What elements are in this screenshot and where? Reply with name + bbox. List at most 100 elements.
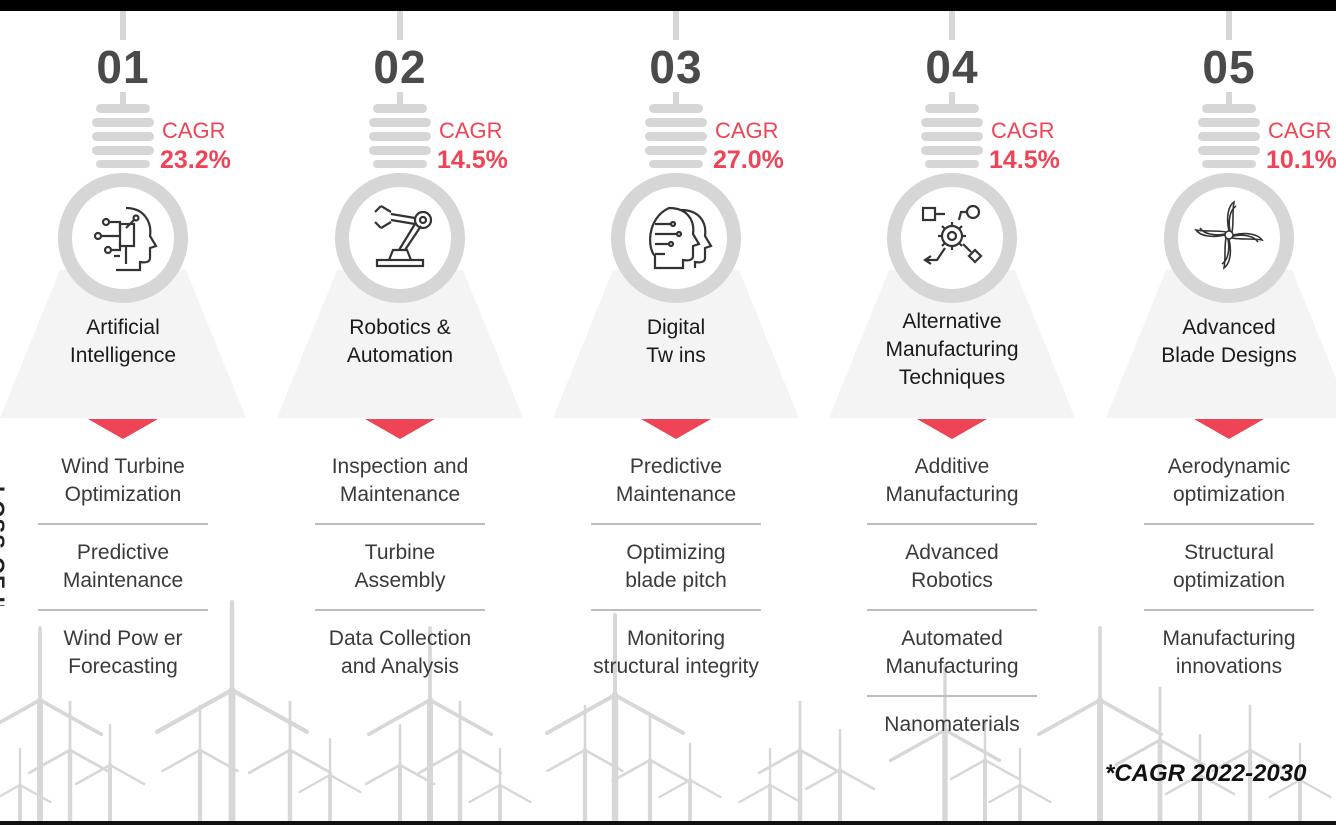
twin-heads-icon: [649, 206, 713, 270]
wind-turbine-icon: [546, 704, 624, 825]
technology-title-line: Advanced: [1182, 316, 1276, 339]
application-text: Additive: [914, 455, 990, 478]
wind-turbine-icon: [1114, 686, 1206, 825]
application-text: Manufacturing: [885, 483, 1019, 506]
application-text: Data Collection: [328, 627, 472, 650]
wind-turbine-icon: [298, 737, 362, 825]
blade-fan-icon: [1194, 200, 1264, 270]
application-text: Wind Turbine: [61, 455, 185, 478]
application-text: Maintenance: [615, 483, 737, 506]
application-text: Manufacturing: [885, 655, 1019, 678]
wind-turbine-icon: [1268, 742, 1332, 825]
wind-turbine-icon: [757, 700, 843, 825]
application-item: Aerodynamic optimization: [1124, 453, 1334, 509]
technology-title-line: Digital: [646, 316, 706, 339]
wind-turbine-icon: [988, 747, 1052, 825]
application-text: Maintenance: [339, 483, 461, 506]
wind-turbine-icon: [1211, 704, 1289, 825]
cagr-label: CAGR: [162, 118, 226, 143]
down-arrow-icon: [917, 419, 987, 439]
wind-turbine-icon: [738, 747, 802, 825]
divider: [38, 523, 208, 525]
application-text: structural integrity: [593, 655, 759, 678]
divider: [315, 523, 485, 525]
gear-flow-icon: [921, 204, 983, 265]
robot-arm-icon: [374, 205, 433, 268]
bulb-graphic: [553, 11, 799, 418]
technology-title-line: Intelligence: [69, 344, 177, 367]
wind-turbine-icon: [1036, 626, 1164, 825]
wind-turbine-icon: [155, 600, 309, 825]
cagr-value: 23.2%: [160, 146, 231, 174]
technology-number: 04: [925, 41, 979, 93]
technology-title-line: Artificial: [86, 316, 160, 339]
cagr-label: CAGR: [715, 118, 779, 143]
technology-title-line: Automation: [346, 344, 454, 367]
divider: [591, 523, 761, 525]
divider: [1144, 609, 1314, 611]
application-text: Optimizing: [626, 541, 726, 564]
application-text: Advanced: [905, 541, 999, 564]
application-text: Turbine: [364, 541, 436, 564]
wind-turbine-icon: [611, 714, 689, 825]
wind-turbine-icon: [949, 718, 1021, 825]
cagr-value: 14.5%: [989, 146, 1060, 174]
application-text: Predictive: [76, 541, 170, 564]
wind-turbine-icon: [74, 723, 146, 825]
technology-title-line: Tw ins: [646, 344, 706, 367]
application-text: Wind Pow er: [63, 627, 183, 650]
wind-turbine-icon: [161, 704, 239, 825]
technology-title-line: Techniques: [898, 366, 1006, 389]
bulb-graphic: [277, 11, 523, 418]
cagr-label: CAGR: [439, 118, 503, 143]
bulb-graphic: [1106, 11, 1336, 418]
bulb-graphic: [829, 11, 1075, 418]
wind-turbine-icon: [27, 700, 113, 825]
down-arrow-icon: [365, 419, 435, 439]
cagr-value: 10.1%: [1266, 146, 1336, 174]
technology-title: Robotics & Automation: [277, 314, 523, 370]
top-bar: [0, 0, 1336, 11]
application-text: optimization: [1172, 483, 1286, 506]
cagr-value: 27.0%: [713, 146, 784, 174]
wind-turbine-icon: [1164, 733, 1236, 825]
wind-turbine-icon: [658, 742, 722, 825]
application-text: Aerodynamic: [1167, 455, 1291, 478]
wind-turbine-icon: [417, 700, 503, 825]
technology-number: 05: [1202, 41, 1256, 93]
divider: [867, 609, 1037, 611]
divider: [38, 609, 208, 611]
application-text: Predictive: [629, 455, 723, 478]
down-arrow-icon: [641, 419, 711, 439]
wind-turbine-icon: [545, 613, 685, 825]
application-text: innovations: [1175, 655, 1283, 678]
application-text: and Analysis: [341, 655, 459, 678]
wind-turbine-icon: [366, 626, 494, 825]
wind-turbine-background: [0, 600, 1332, 825]
wind-turbine-icon: [888, 664, 1002, 825]
technology-title-line: Blade Designs: [1161, 344, 1297, 367]
technology-number: 02: [373, 41, 427, 93]
technology-title-line: Robotics &: [349, 316, 451, 339]
application-text: Manufacturing: [1162, 627, 1296, 650]
wind-turbine-icon: [468, 747, 532, 825]
application-text: Forecasting: [68, 655, 178, 678]
technology-number: 03: [649, 41, 703, 93]
application-text: optimization: [1172, 569, 1286, 592]
technology-title-line: Alternative: [902, 310, 1002, 333]
